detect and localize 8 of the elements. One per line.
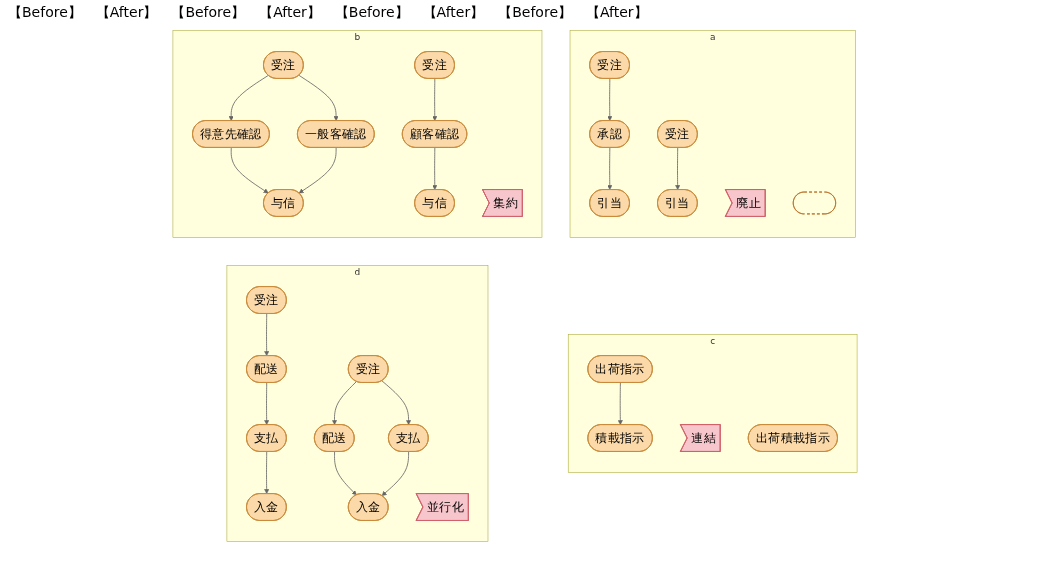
section-label: 【Before】 xyxy=(171,4,246,22)
section-label: 【After】 xyxy=(586,4,648,22)
section-label: 【Before】 xyxy=(498,4,572,22)
section-label: 【Before】 xyxy=(8,4,82,22)
section-label: 【Before】 xyxy=(334,4,409,22)
section-label: 【After】 xyxy=(259,4,321,22)
section-label: 【After】 xyxy=(95,4,158,22)
section-label: 【After】 xyxy=(422,4,485,22)
